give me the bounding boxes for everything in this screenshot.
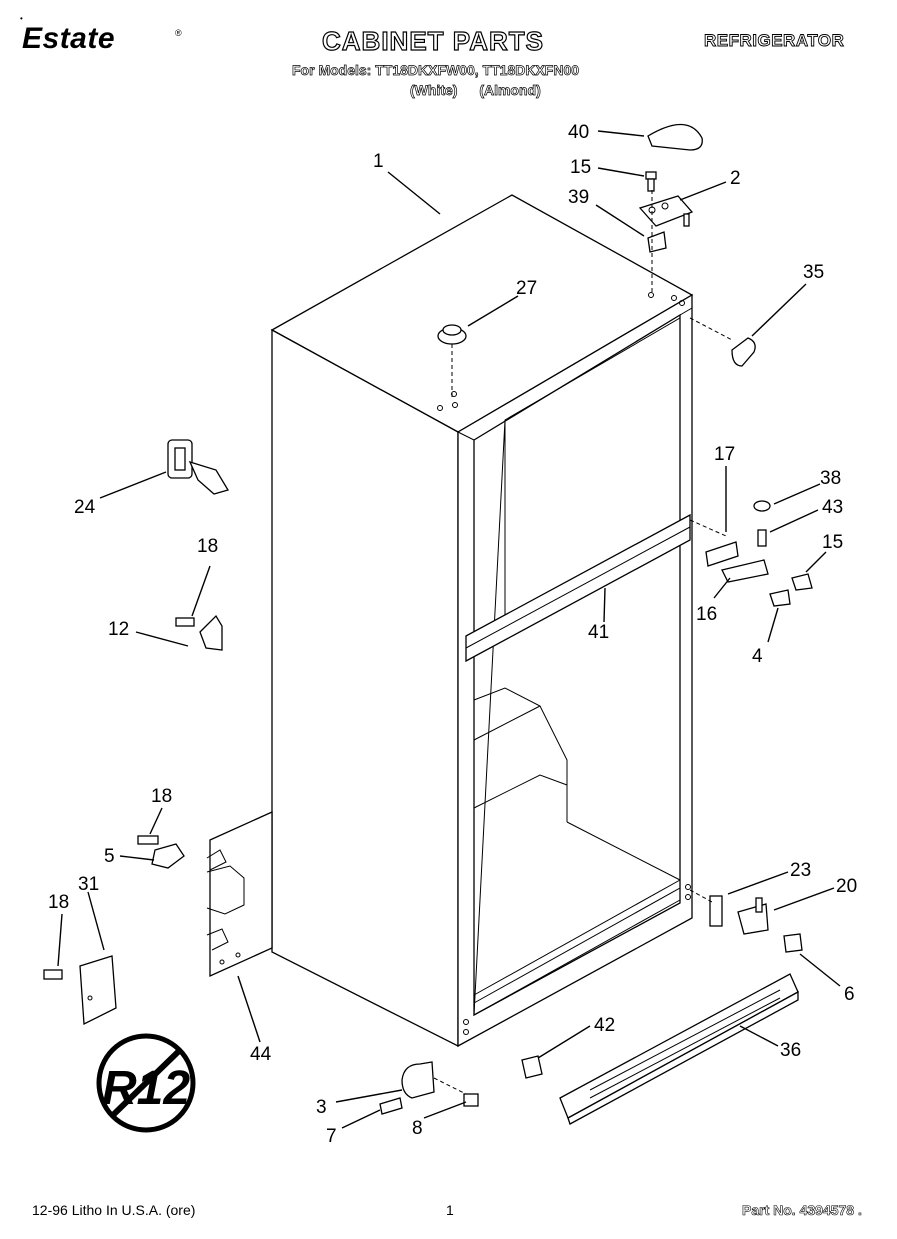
- toe-grille-part: [559, 973, 799, 1125]
- hinge-cover-part: [647, 123, 703, 151]
- callout-4: 4: [752, 646, 763, 667]
- callout-7: 7: [326, 1126, 337, 1147]
- callout-6: 6: [844, 984, 855, 1005]
- callout-numbers: 1 2 3 4 5 6 7 8 12 15 15 16 17 18 18 18 …: [48, 122, 857, 1147]
- right-hinge-cluster: [705, 500, 813, 607]
- brand-dot: •: [20, 14, 23, 23]
- brand-registered-mark: ®: [175, 28, 182, 38]
- r12-badge-text: R12: [102, 1062, 190, 1115]
- lower-hinge-assembly: [379, 1061, 479, 1115]
- callout-20: 20: [836, 876, 857, 897]
- callout-40: 40: [568, 122, 589, 143]
- cover-with-screw: [43, 955, 117, 1026]
- colors-line: (White) (Almond): [410, 82, 541, 99]
- grille-clip-part: [521, 1055, 543, 1079]
- callout-35: 35: [803, 262, 824, 283]
- callout-42: 42: [594, 1015, 615, 1036]
- brand-logo: Estate: [22, 22, 116, 55]
- category-label: REFRIGERATOR: [704, 31, 845, 51]
- callout-31: 31: [78, 874, 99, 895]
- left-side-panel: [206, 810, 273, 978]
- callout-44: 44: [250, 1044, 272, 1065]
- cabinet-body: [270, 194, 694, 1048]
- top-hinge-part: [638, 195, 694, 227]
- callout-3: 3: [316, 1097, 327, 1118]
- callout-5: 5: [104, 846, 115, 867]
- callout-15-right: 15: [822, 532, 843, 553]
- callout-8: 8: [412, 1118, 423, 1139]
- footer-page-number: 1: [446, 1202, 454, 1218]
- models-line: For Models: TT18DKXFW00, TT18DKXFN00: [292, 62, 580, 79]
- callout-27: 27: [516, 278, 537, 299]
- leveling-pin-part: [167, 439, 229, 495]
- door-stop-part: [731, 337, 756, 367]
- callout-16: 16: [696, 604, 717, 625]
- lower-right-hinge: [709, 895, 803, 953]
- hinge-shim-part: [647, 231, 667, 253]
- callout-24: 24: [74, 497, 96, 518]
- footer-part-number: Part No. 4394578 .: [742, 1202, 862, 1219]
- callout-15-top: 15: [570, 157, 591, 178]
- callout-1: 1: [373, 151, 384, 172]
- callout-18-bracket: 18: [197, 536, 218, 557]
- callout-12: 12: [108, 619, 129, 640]
- r12-badge: R12: [96, 1033, 196, 1133]
- callout-43: 43: [822, 497, 843, 518]
- callout-23: 23: [790, 860, 811, 881]
- left-hinge-with-screw: [137, 835, 185, 869]
- footer-print-info: 12-96 Litho In U.S.A. (ore): [32, 1202, 196, 1218]
- callout-18-cover: 18: [48, 892, 69, 913]
- hinge-screw-top: [645, 171, 657, 192]
- callout-18-hinge: 18: [151, 786, 172, 807]
- leader-lines: [57, 130, 841, 1129]
- callout-17: 17: [714, 444, 735, 465]
- page-title: CABINET PARTS: [321, 25, 544, 56]
- callout-36: 36: [780, 1040, 801, 1061]
- callout-38: 38: [820, 468, 841, 489]
- callout-41: 41: [588, 622, 609, 643]
- callout-2: 2: [730, 168, 741, 189]
- bracket-with-screw: [175, 614, 223, 651]
- callout-39: 39: [568, 187, 589, 208]
